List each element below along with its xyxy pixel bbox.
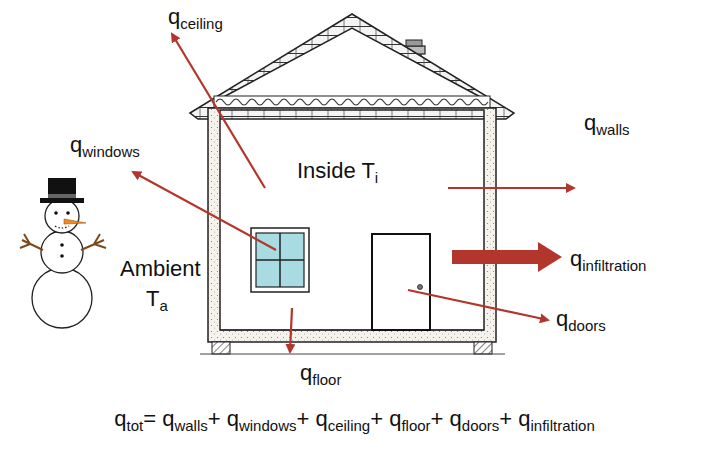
heat-label-group: qwalls — [584, 112, 630, 134]
subscript-text: windows — [82, 143, 140, 160]
label-text: Inside T — [297, 158, 375, 183]
ambient-label-group: Ambient — [120, 258, 201, 280]
subscript-text: doors — [568, 317, 606, 334]
label-text: = q — [143, 406, 174, 431]
subscript-text: walls — [596, 121, 629, 138]
heat-label-group: qceiling — [168, 6, 223, 28]
subscript-text: doors — [462, 417, 500, 434]
label-text: + q — [296, 406, 327, 431]
heat-label-group: qinfiltration — [570, 248, 646, 270]
subscript-text: floor — [312, 371, 341, 388]
label-text: Ambient — [120, 256, 201, 281]
label-text: q — [556, 306, 568, 331]
label-text: q — [70, 132, 82, 157]
subscript-text: infiltration — [582, 257, 646, 274]
subscript-text: i — [375, 169, 378, 186]
subscript-text: ceiling — [328, 417, 371, 434]
ambient-label-group: Ta — [146, 288, 168, 310]
subscript-text: walls — [174, 417, 207, 434]
heat-label-group: qfloor — [300, 362, 341, 384]
label-text: + q — [370, 406, 401, 431]
subscript-text: a — [159, 297, 167, 314]
label-text: + q — [208, 406, 239, 431]
equation-group: qtot= qwalls+ qwindows+ qceiling+ qfloor… — [114, 408, 594, 430]
subscript-text: tot — [127, 417, 144, 434]
heat-label-group: qwindows — [70, 134, 140, 156]
label-text: q — [584, 110, 596, 135]
label-text: T — [146, 286, 159, 311]
subscript-text: infiltration — [531, 417, 595, 434]
heat-label-group: qdoors — [556, 308, 606, 330]
label-text: q — [570, 246, 582, 271]
label-text: q — [300, 360, 312, 385]
subscript-text: windows — [239, 417, 297, 434]
label-text: q — [168, 4, 180, 29]
label-text: + q — [499, 406, 530, 431]
label-text: q — [114, 406, 126, 431]
label-text: + q — [431, 406, 462, 431]
subscript-text: ceiling — [180, 15, 223, 32]
subscript-text: floor — [401, 417, 430, 434]
inside-label-group: Inside Ti — [297, 160, 378, 182]
